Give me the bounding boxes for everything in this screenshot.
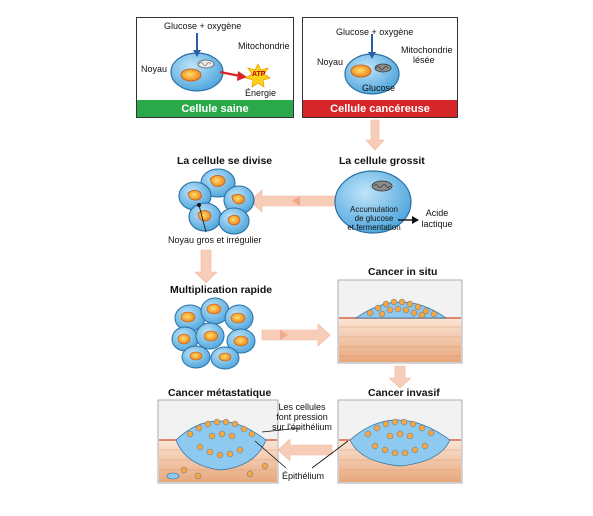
stage-title-grows: La cellule grossit: [339, 155, 425, 167]
metastatic-tissue: [157, 399, 279, 484]
cancer-cell: [344, 34, 400, 95]
invasive-tissue: [337, 399, 463, 484]
stage-title-divides: La cellule se divise: [177, 155, 273, 167]
epithelium-pointers: [254, 427, 349, 469]
nucleus-note: Noyau gros et irrégulier: [168, 235, 262, 245]
stage-title-rapid: Multiplication rapide: [170, 284, 273, 296]
cancer-glucose-inside-label: Glucose: [362, 83, 396, 93]
cancer-cell-caption: Cellule cancéreuse: [303, 100, 457, 117]
cancer-damaged-label: lésée: [413, 55, 435, 65]
stage-title-metastatic: Cancer métastatique: [168, 387, 272, 399]
pressure-note-line-1: Les cellules: [278, 402, 326, 412]
cancer-mitochondria-label: Mitochondrie: [401, 45, 453, 55]
accumulation-line-3: et fermentation: [347, 223, 401, 232]
in-situ-tissue: [337, 279, 463, 364]
healthy-nucleus-label: Noyau: [141, 64, 168, 74]
accumulation-line-1: Accumulation: [349, 205, 399, 214]
stage-title-in-situ: Cancer in situ: [368, 266, 438, 278]
energy-label: Énergie: [245, 88, 277, 98]
cancer-nucleus-label: Noyau: [317, 57, 344, 67]
epithelium-label: Épithélium: [282, 471, 325, 481]
cancer-cell-panel: Cellule cancéreuse: [302, 17, 458, 118]
healthy-mitochondria-label: Mitochondrie: [238, 41, 290, 51]
lactic-acid-line-1: Acide: [425, 208, 449, 218]
healthy-cell-caption: Cellule saine: [137, 100, 293, 117]
multiplying-cells: [171, 297, 256, 370]
healthy-cell: [170, 33, 271, 92]
healthy-cell-panel: Cellule saine: [136, 17, 294, 118]
pressure-note-line-3: sur l'épithélium: [272, 422, 332, 432]
cancer-glucose-label: Glucose + oxygène: [336, 27, 414, 37]
flow-chevrons: [280, 196, 300, 340]
healthy-glucose-label: Glucose + oxygène: [164, 21, 242, 31]
atp-label: ATP: [252, 71, 266, 78]
dividing-cells: [178, 168, 255, 235]
lactic-acid-line-2: lactique: [421, 219, 453, 229]
atp-burst-icon: [245, 63, 271, 88]
growing-cell: [334, 170, 419, 234]
pressure-note-line-2: font pression: [276, 412, 328, 422]
accumulation-line-2: de glucose: [354, 214, 394, 223]
stage-title-invasive: Cancer invasif: [368, 387, 440, 399]
